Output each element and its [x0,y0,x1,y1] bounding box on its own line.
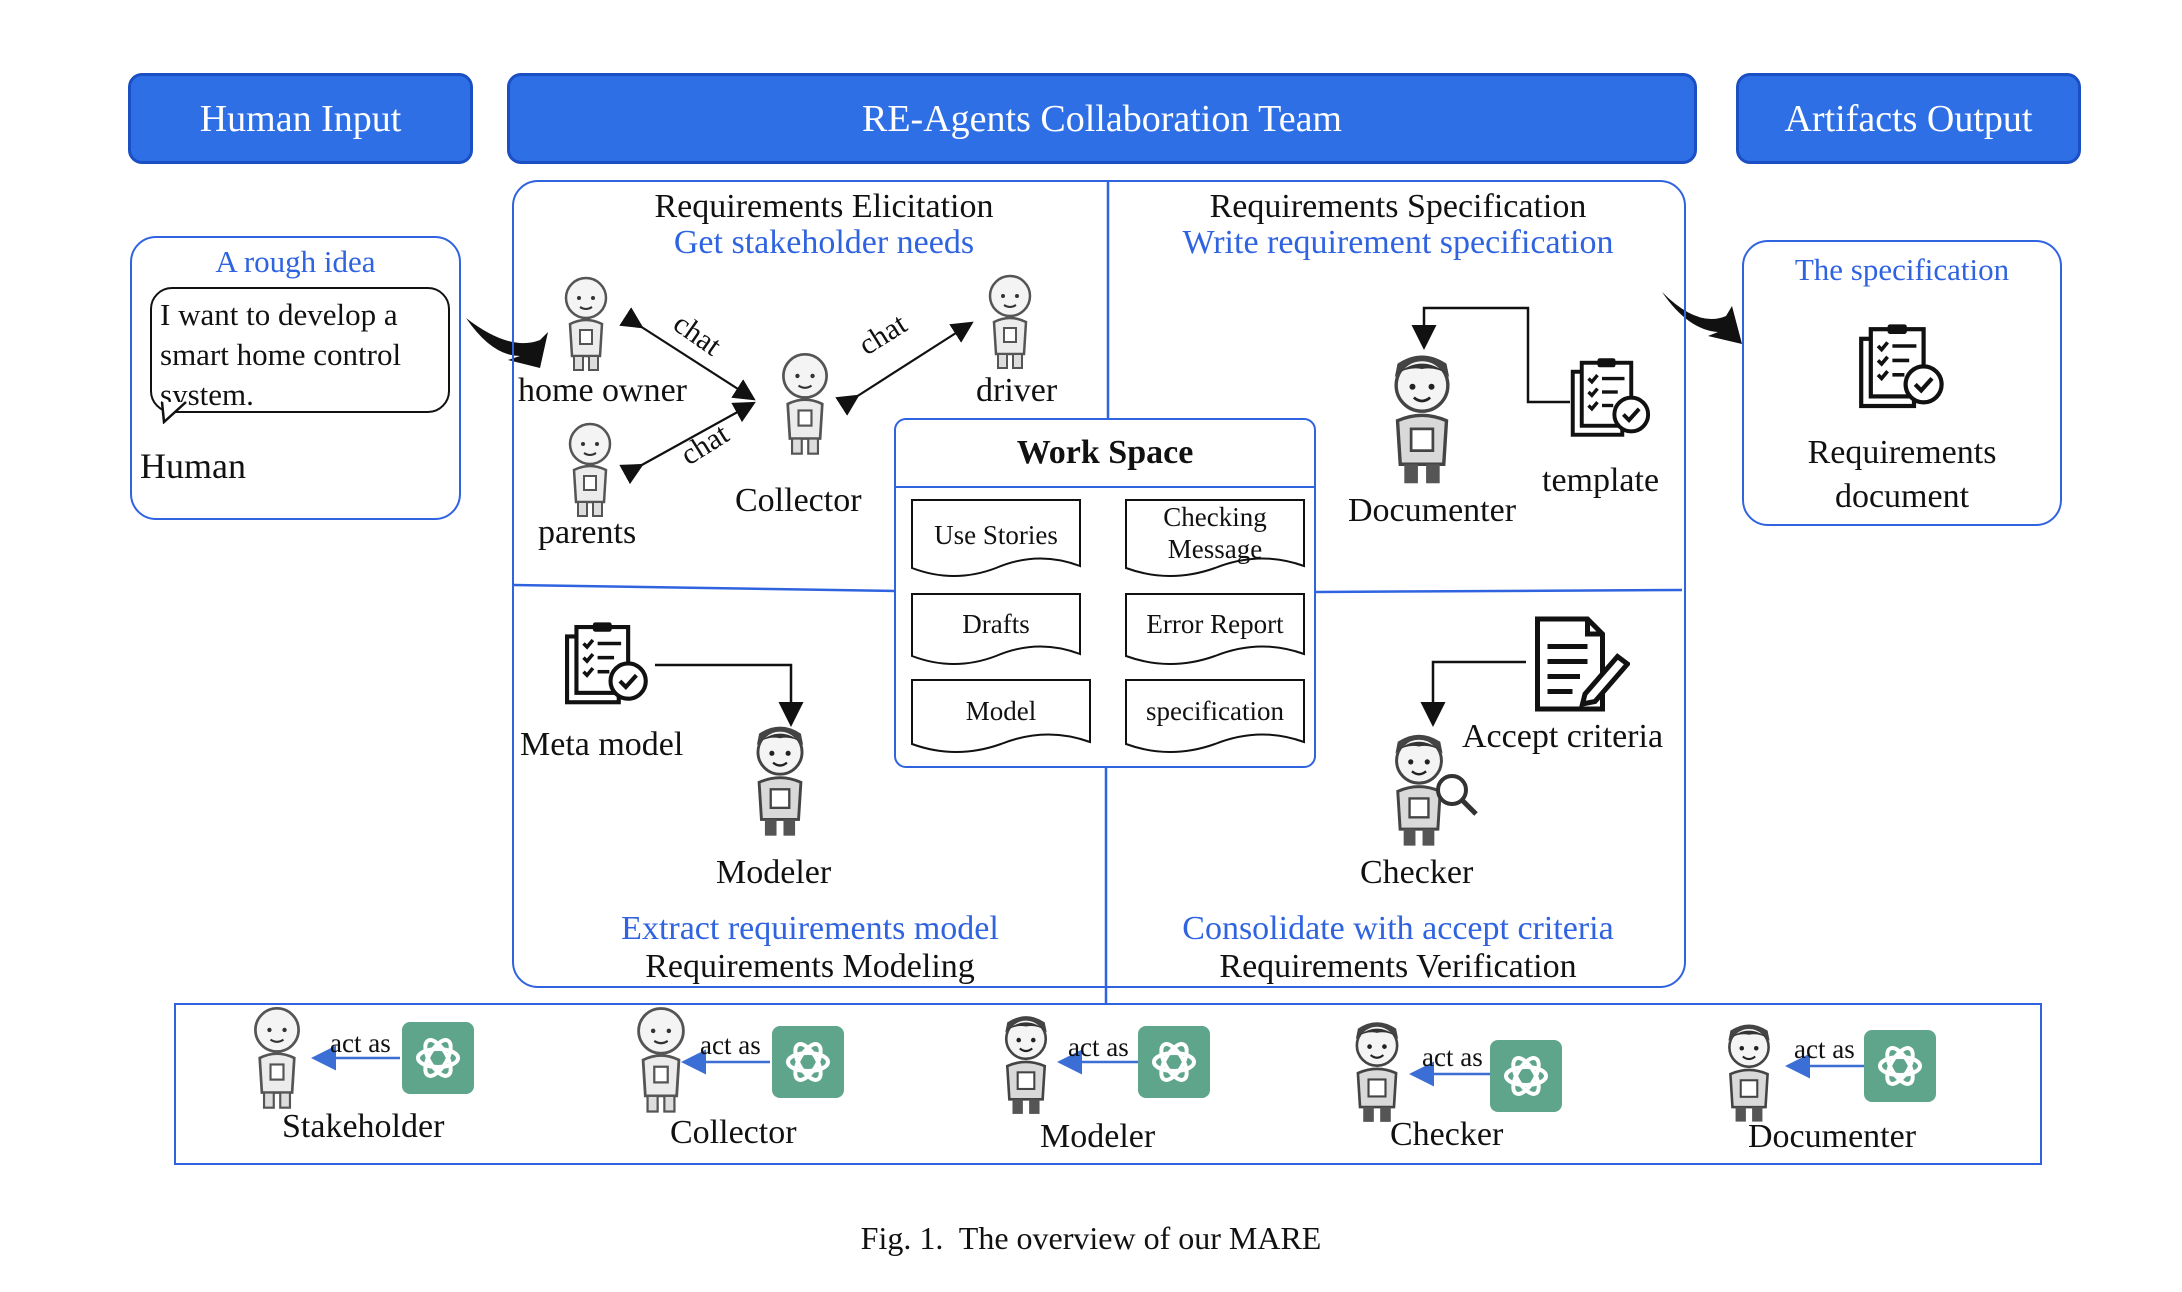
workspace-item: Model [910,678,1092,760]
openai-logo-icon [772,1026,844,1098]
openai-logo-icon [1864,1030,1936,1102]
home-owner-label: home owner [518,372,688,409]
criteria-arrow [1420,660,1526,727]
output-doc-line1: Requirements [1807,434,1997,471]
openai-logo-icon [402,1022,474,1094]
elicitation-title: Requirements Elicitation [654,188,994,225]
document-check-icon [1854,322,1950,418]
person-icon [980,272,1040,372]
output-panel [1742,240,2062,526]
person-icon [994,1012,1058,1116]
role-name: Stakeholder [282,1108,445,1145]
metamodel-arrow [655,663,804,727]
person-icon [744,722,816,838]
team-panel [512,180,1686,988]
template-arrow [1411,306,1570,404]
speech-tail [160,401,187,424]
chat-arrow-driver [835,321,974,416]
openai-logo-icon [1490,1040,1562,1112]
collector-label: Collector [735,482,862,519]
workspace-item: Drafts [910,592,1082,672]
modeling-title: Requirements Modeling [645,948,975,985]
roles-panel [174,1003,2042,1165]
specification-title: Requirements Specification [1209,188,1587,225]
driver-label: driver [976,372,1058,409]
chat-arrow-homeowner [619,307,756,401]
person-icon [1718,1020,1780,1124]
parents-label: parents [538,514,637,551]
team-header: RE-Agents Collaboration Team [507,73,1697,164]
workspace-item: Use Stories [910,498,1082,584]
role-name: Modeler [1040,1118,1156,1155]
checker-label: Checker [1360,854,1474,891]
person-icon [1344,1018,1410,1124]
output-title: The specification [1794,252,2010,287]
person-icon [626,1004,696,1116]
artifacts-header: Artifacts Output [1736,73,2081,164]
meta-model-label: Meta model [520,726,684,763]
role-name: Documenter [1748,1118,1917,1155]
elicitation-subtitle: Get stakeholder needs [673,224,975,261]
template-label: template [1542,462,1660,499]
act-as-label: act as [330,1028,391,1058]
person-icon [556,274,616,374]
output-doc-line2: document [1834,478,1970,515]
person-icon [560,420,620,520]
speech-bubble: I want to develop a smart home control s… [150,287,450,413]
curved-arrow-icon [1662,292,1742,344]
act-as-label: act as [1794,1034,1855,1064]
verification-title: Requirements Verification [1219,948,1577,985]
person-icon [1376,350,1468,486]
document-check-icon [560,620,654,714]
documenter-label: Documenter [1348,492,1517,529]
divider-right [1315,588,1683,594]
openai-logo-icon [1138,1026,1210,1098]
chat-arrow-parents [619,401,756,485]
modeler-label: Modeler [716,854,832,891]
act-as-label: act as [1422,1042,1483,1072]
work-space-divider [896,486,1314,488]
role-name: Collector [670,1114,797,1151]
act-as-label: act as [1068,1032,1129,1062]
human-panel [130,236,461,520]
workspace-item: specification [1124,678,1306,760]
human-input-header: Human Input [128,73,473,164]
person-icon [772,350,838,458]
specification-subtitle: Write requirement specification [1182,224,1614,261]
act-as-label: act as [700,1030,761,1060]
accept-criteria-label: Accept criteria [1462,718,1664,755]
person-icon [244,1004,310,1112]
role-name: Checker [1390,1116,1504,1153]
modeling-subtitle: Extract requirements model [621,910,999,947]
human-label: Human [140,446,246,486]
work-space-title: Work Space [1016,434,1194,471]
document-check-icon [1566,356,1656,446]
curved-arrow-icon [466,318,548,368]
divider-left [513,583,895,593]
workspace-item: Error Report [1124,592,1306,672]
human-panel-title: A rough idea [215,244,376,279]
verification-subtitle: Consolidate with accept criteria [1182,910,1614,947]
figure-caption: Fig. 1. The overview of our MARE [860,1220,1322,1256]
document-pen-icon [1530,614,1630,714]
magnifier-icon [1436,774,1478,816]
